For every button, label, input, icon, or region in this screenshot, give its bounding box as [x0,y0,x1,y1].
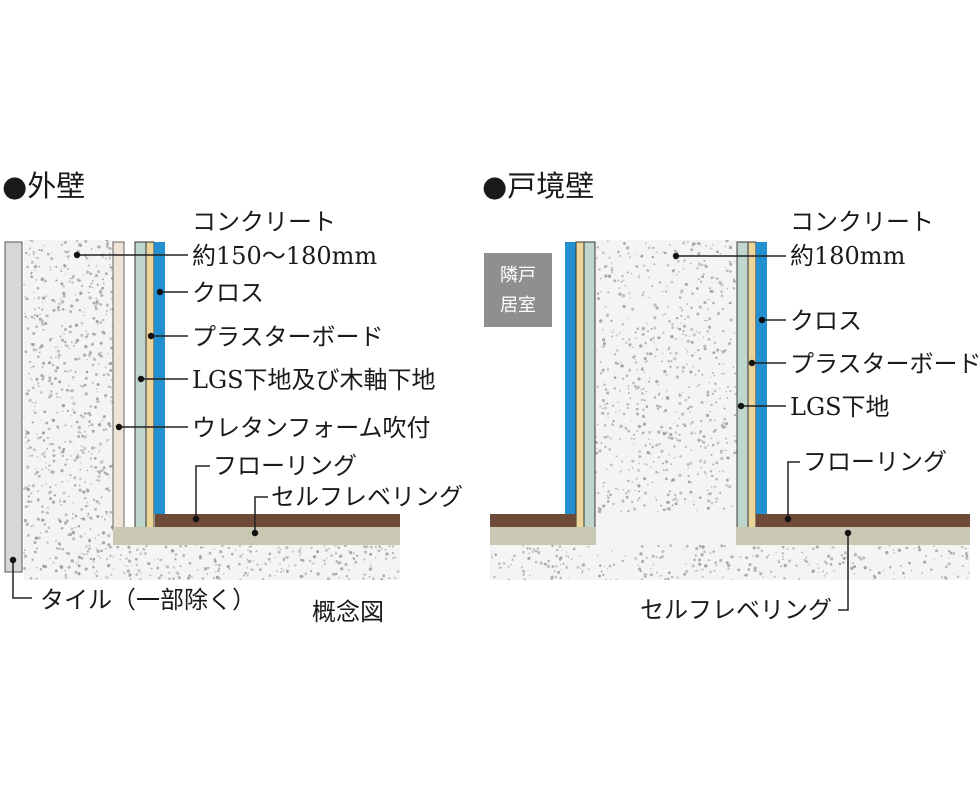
exterior-wall-title: ●外壁 [2,169,85,203]
right-cloth-layer [756,242,767,514]
right-lgs-label: LGS下地 [790,393,890,421]
neighbor-room-box [484,253,552,327]
neighbor-leveling [490,527,596,545]
right-plaster-layer [747,241,757,531]
urethane-label: ウレタンフォーム吹付 [192,414,431,442]
left-concrete-label-2: 約150〜180mm [192,242,377,270]
concept-caption: 概念図 [312,598,384,626]
left-leader-lines [12,254,268,599]
party-wall-title: ●戸境壁 [482,169,594,203]
tile-label: タイル（一部除く） [40,586,256,614]
right-plaster-label: プラスターボード [790,350,980,378]
left-flooring [155,514,400,527]
left-leader-dots [9,251,259,564]
left-plaster-layer [145,241,155,531]
right-leader-dots [672,252,852,537]
left-cloth-layer [154,242,165,514]
right-leveling [736,527,970,545]
right-cloth-label: クロス [790,307,862,335]
right-concrete-base [490,540,970,580]
left-lgs-label: LGS下地及び木軸下地 [192,366,436,394]
urethane-layer [112,241,125,531]
right-leader-lines [676,255,849,611]
right-concrete-label-2: 約180mm [790,242,906,270]
right-flooring [756,514,970,527]
left-leveling-label: セルフレベリング [271,483,463,511]
neighbor-room-label-1: 隣戸 [500,265,536,286]
left-plaster-label: プラスターボード [192,323,384,351]
right-flooring-label: フローリング [803,448,947,476]
neighbor-room-label-2: 居室 [500,295,536,316]
tile-layer [4,241,23,573]
exterior-wall-diagram: ●外壁 コンクリート 約150〜180mm クロ [2,169,463,626]
left-concrete-base [110,540,400,580]
neighbor-lgs-layer [583,241,596,531]
right-concrete-label-1: コンクリート [790,208,934,236]
neighbor-flooring [490,514,576,527]
right-lgs-layer [736,241,749,531]
party-wall-diagram: ●戸境壁 隣戸 居室 [482,169,980,624]
left-cloth-label: クロス [192,279,264,307]
neighbor-plaster-layer [575,241,585,531]
left-lgs-layer [134,241,147,531]
right-concrete-texture [490,240,970,580]
left-concrete-texture [22,240,400,580]
neighbor-cloth-layer [565,242,576,514]
right-leveling-label: セルフレベリング [640,596,832,624]
left-leveling [113,527,400,545]
left-flooring-label: フローリング [213,452,357,480]
left-concrete-label-1: コンクリート [192,208,336,236]
